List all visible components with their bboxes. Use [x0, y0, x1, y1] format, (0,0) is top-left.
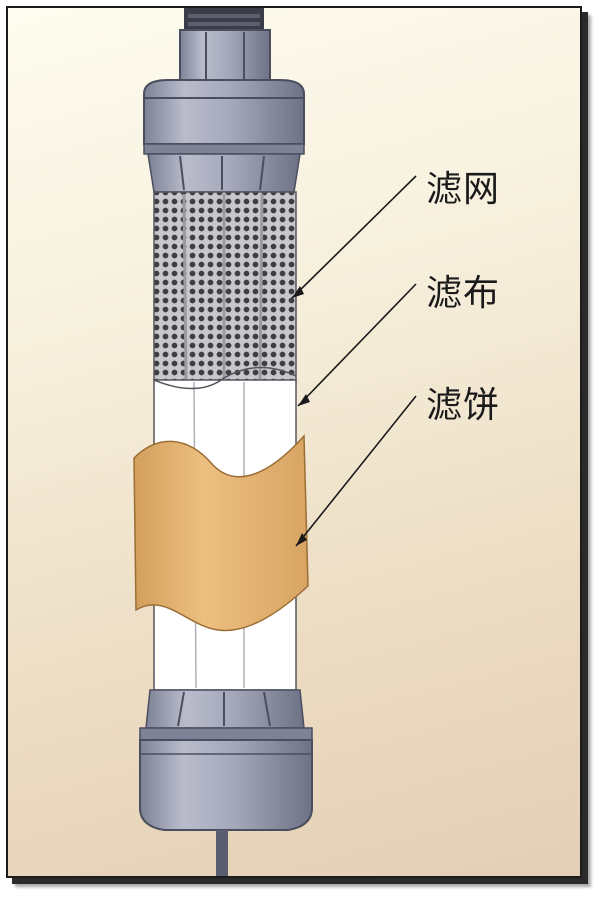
top-nut — [179, 29, 271, 83]
diagram-frame: 滤网 滤布 滤饼 — [6, 6, 582, 878]
top-stem — [184, 8, 264, 30]
label-cloth: 滤布 — [426, 273, 501, 314]
label-screen: 滤网 — [426, 169, 501, 210]
top-end-cap — [143, 79, 305, 193]
bottom-stem — [216, 830, 228, 876]
label-cake: 滤饼 — [426, 385, 501, 426]
leader-line-cloth — [297, 283, 417, 407]
filter-cake — [133, 434, 309, 632]
leader-line-cake — [295, 395, 417, 547]
bottom-end-cap — [139, 689, 313, 831]
filter-screen-mesh — [153, 191, 297, 383]
filter-element-diagram — [133, 8, 417, 876]
leader-line-screen — [291, 175, 417, 299]
